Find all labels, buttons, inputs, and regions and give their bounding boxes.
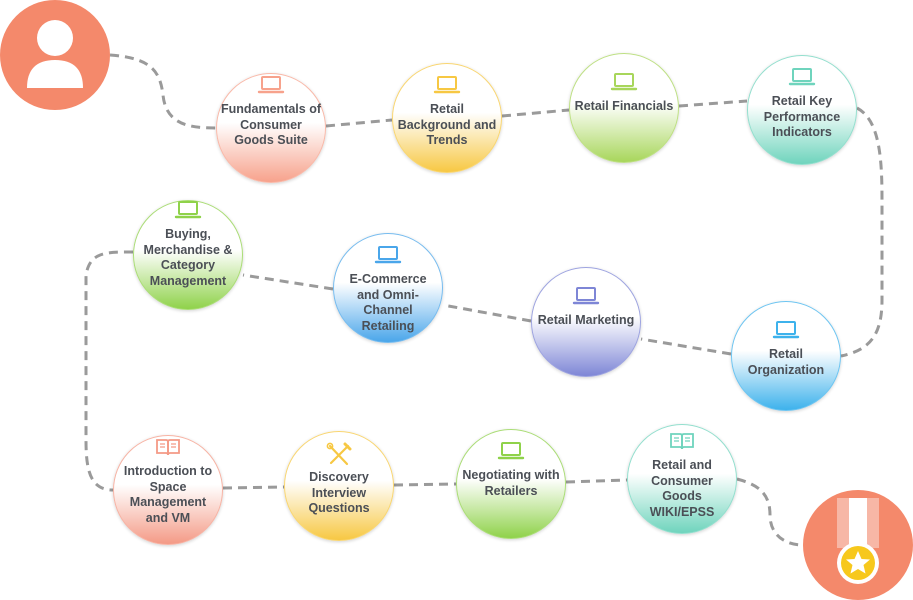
medal-icon — [837, 498, 879, 584]
step-node-discovery[interactable]: Discovery Interview Questions — [284, 431, 394, 541]
step-node-buying[interactable]: Buying, Merchandise & Category Managemen… — [133, 200, 243, 310]
dashed-connector — [501, 108, 570, 118]
step-label: Retail Financials — [574, 99, 674, 113]
dashed-connector — [393, 482, 457, 487]
step-node-negotiating[interactable]: Negotiating with Retailers — [456, 429, 566, 539]
dashed-connector — [840, 106, 884, 358]
dashed-connector — [325, 118, 393, 128]
step-label: Retail Background and Trends — [397, 102, 497, 147]
step-label: Retail Marketing — [537, 313, 635, 327]
step-label: E-Commerce and Omni-Channel Retailing — [349, 272, 427, 333]
laptop-icon — [772, 319, 800, 346]
step-node-retail-marketing[interactable]: Retail Marketing — [531, 267, 641, 377]
step-node-wiki[interactable]: Retail and Consumer Goods WIKI/EPSS — [627, 424, 737, 534]
dashed-connector — [565, 478, 628, 484]
dashed-connector — [84, 250, 134, 492]
laptop-icon — [610, 71, 638, 98]
step-label: Negotiating with Retailers — [462, 468, 560, 498]
step-node-fundamentals[interactable]: Fundamentals of Consumer Goods Suite — [216, 73, 326, 183]
laptop-icon — [572, 285, 600, 312]
tools-icon — [325, 442, 353, 473]
dashed-connector — [242, 273, 334, 291]
finish-medal-node — [803, 490, 913, 600]
step-node-retail-financials[interactable]: Retail Financials — [569, 53, 679, 163]
laptop-icon — [788, 66, 816, 93]
laptop-icon — [374, 244, 402, 271]
book-icon — [668, 430, 696, 457]
start-user-node — [0, 0, 110, 110]
dashed-connector — [222, 485, 285, 490]
laptop-icon — [174, 199, 202, 226]
step-label: Retail Key Performance Indicators — [763, 94, 841, 139]
step-node-retail-background[interactable]: Retail Background and Trends — [392, 63, 502, 173]
step-label: Discovery Interview Questions — [308, 470, 370, 515]
dashed-connector — [442, 303, 532, 323]
step-node-space-management[interactable]: Introduction to Space Management and VM — [113, 435, 223, 545]
user-icon — [27, 20, 83, 88]
dashed-connector — [640, 337, 732, 356]
step-node-retail-kpi[interactable]: Retail Key Performance Indicators — [747, 55, 857, 165]
step-label: Retail and Consumer Goods WIKI/EPSS — [649, 458, 715, 519]
step-label: Retail Organization — [747, 347, 825, 377]
laptop-icon — [497, 440, 525, 467]
book-icon — [154, 436, 182, 463]
dashed-connector — [736, 477, 804, 547]
step-label: Buying, Merchandise & Category Managemen… — [143, 227, 233, 288]
step-node-ecommerce[interactable]: E-Commerce and Omni-Channel Retailing — [333, 233, 443, 343]
step-label: Fundamentals of Consumer Goods Suite — [221, 102, 322, 147]
step-node-retail-organization[interactable]: Retail Organization — [731, 301, 841, 411]
laptop-icon — [433, 74, 461, 101]
laptop-icon — [257, 74, 285, 101]
dashed-connector — [678, 99, 748, 108]
dashed-connector — [109, 53, 217, 130]
step-label: Introduction to Space Management and VM — [123, 464, 213, 525]
